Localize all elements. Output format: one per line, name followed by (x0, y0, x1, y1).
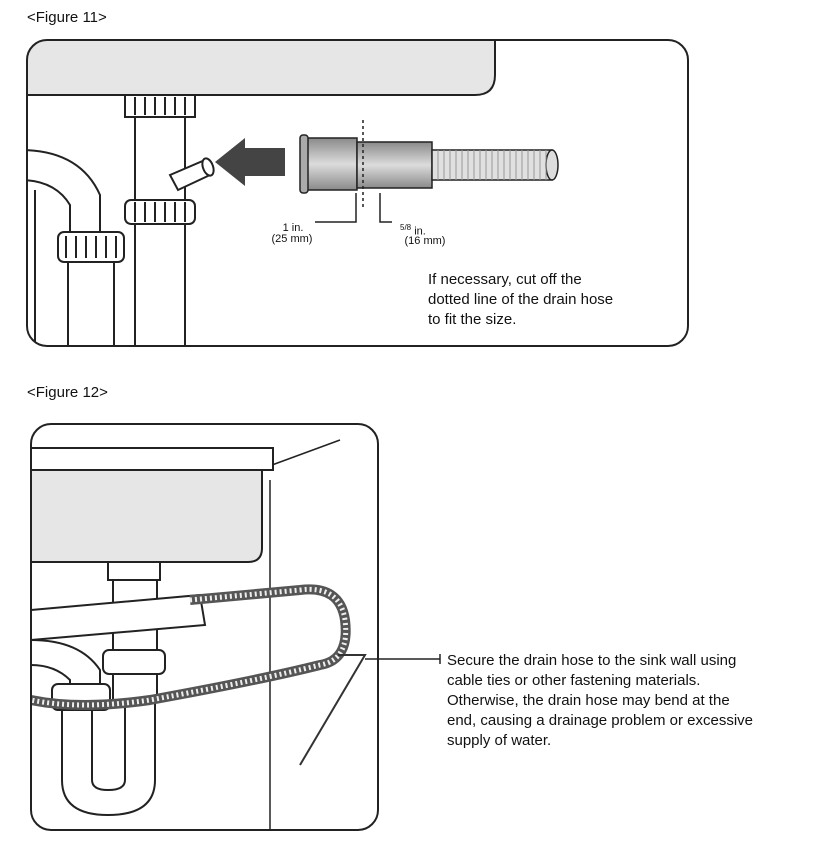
figure-11-title: <Figure 11> (27, 9, 107, 26)
figure-12-frame (30, 423, 379, 831)
label-58in-fraction: 5/8 (400, 223, 412, 232)
insert-arrow (215, 138, 285, 186)
pipe-nut-lower (124, 199, 196, 225)
u-bend (61, 699, 156, 817)
drain-hose-end (299, 120, 559, 210)
figure-11-caption: If necessary, cut off the dotted line of… (428, 271, 614, 328)
label-58in: 5/8 in. (400, 222, 450, 238)
label-25mm: (25 mm) (271, 233, 313, 245)
trap-pipe-12 (31, 639, 101, 691)
pipe-nut-top (124, 94, 196, 118)
label-58in-unit: in. (414, 225, 426, 238)
figure-12-caption: Secure the drain hose to the sink wall u… (447, 652, 754, 749)
label-1in: 1 in. (282, 222, 304, 234)
branch-12 (31, 593, 207, 641)
sink-basin (27, 40, 496, 96)
drain-pipe-12 (112, 579, 158, 701)
figure-11-frame (26, 39, 689, 347)
trap-pipe (27, 149, 101, 241)
dimension-1in (315, 193, 357, 223)
countertop (31, 447, 274, 471)
trap-nut (57, 231, 125, 263)
sink-basin-12 (31, 469, 263, 563)
dimension-58in (379, 193, 392, 223)
label-16mm: (16 mm) (404, 235, 446, 247)
figure-12-title: <Figure 12> (27, 384, 108, 401)
cable-tie (299, 654, 367, 766)
